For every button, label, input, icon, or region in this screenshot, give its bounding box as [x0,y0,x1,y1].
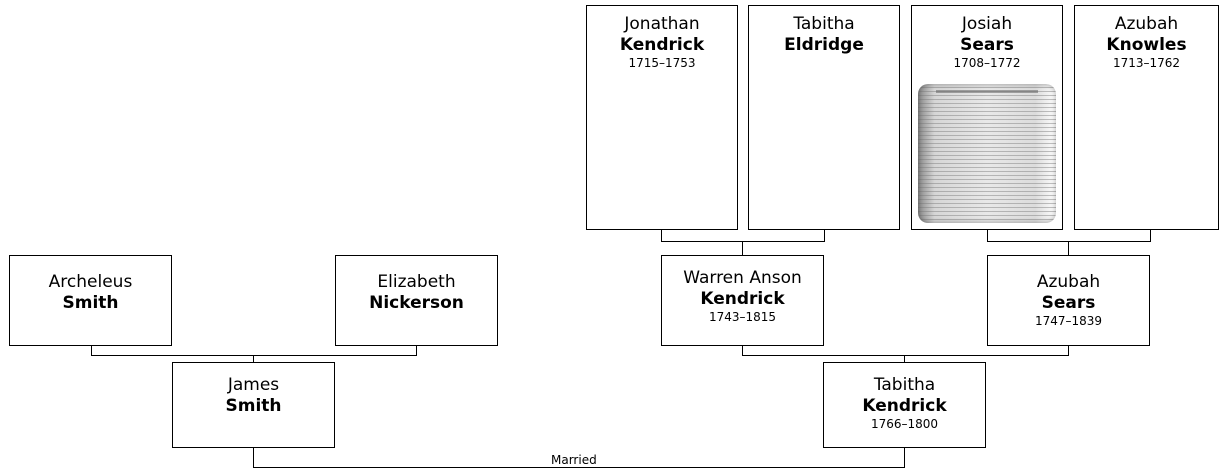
surname: Kendrick [700,289,785,309]
life-dates: 1715–1753 [628,56,696,70]
connector-line [904,355,905,362]
connector-line [742,345,743,355]
given-name: Jonathan [624,14,700,34]
connector-line [824,229,825,241]
connector-line [742,355,1069,356]
surname: Smith [225,396,282,416]
person-card-josiah-sears[interactable]: Josiah Sears 1708–1772 [911,5,1063,230]
given-name: Azubah [1114,14,1179,34]
connector-line [742,241,743,255]
given-name: Warren Anson [683,268,802,288]
surname: Eldridge [784,35,864,55]
connector-line [91,355,417,356]
person-card-azubah-knowles[interactable]: Azubah Knowles 1713–1762 [1074,5,1219,230]
connector-line [416,345,417,355]
person-card-elizabeth-nickerson[interactable]: Elizabeth Nickerson [335,255,498,346]
given-name: Tabitha [873,375,936,395]
life-dates: 1766–1800 [870,417,939,431]
given-name: James [227,375,280,395]
life-dates: 1747–1839 [1034,314,1103,328]
person-card-azubah-sears[interactable]: Azubah Sears 1747–1839 [987,255,1150,346]
life-dates: 1708–1772 [953,56,1021,70]
person-card-tabitha-kendrick[interactable]: Tabitha Kendrick 1766–1800 [823,362,986,448]
connector-line [1068,345,1069,355]
surname: Nickerson [369,293,464,313]
surname: Sears [960,35,1014,55]
given-name: Elizabeth [377,272,456,292]
document-scan-image[interactable] [918,84,1056,223]
connector-line [253,447,254,468]
person-card-james-smith[interactable]: James Smith [172,362,335,448]
person-card-tabitha-eldridge[interactable]: Tabitha Eldridge [748,5,900,230]
surname: Knowles [1106,35,1187,55]
person-card-jonathan-kendrick[interactable]: Jonathan Kendrick 1715–1753 [586,5,738,230]
life-dates: 1713–1762 [1112,56,1181,70]
surname: Kendrick [619,35,705,55]
surname: Smith [62,293,119,313]
connector-line [253,355,254,362]
connector-line [661,229,662,241]
connector-line [661,241,825,242]
connector-line [987,229,988,241]
connector-line [1068,241,1069,255]
connector-line [904,447,905,468]
document-header-line [936,90,1038,93]
given-name: Josiah [961,14,1013,34]
given-name: Archeleus [48,272,133,292]
connector-line [91,345,92,355]
connector-line [1150,229,1151,241]
given-name: Azubah [1036,272,1101,292]
person-card-warren-kendrick[interactable]: Warren Anson Kendrick 1743–1815 [661,255,824,346]
surname: Kendrick [862,396,947,416]
marriage-line [253,467,905,468]
surname: Sears [1041,293,1096,313]
married-label: Married [549,453,599,467]
connector-line [987,241,1151,242]
life-dates: 1743–1815 [708,310,777,324]
given-name: Tabitha [793,14,855,34]
person-card-archeleus-smith[interactable]: Archeleus Smith [9,255,172,346]
